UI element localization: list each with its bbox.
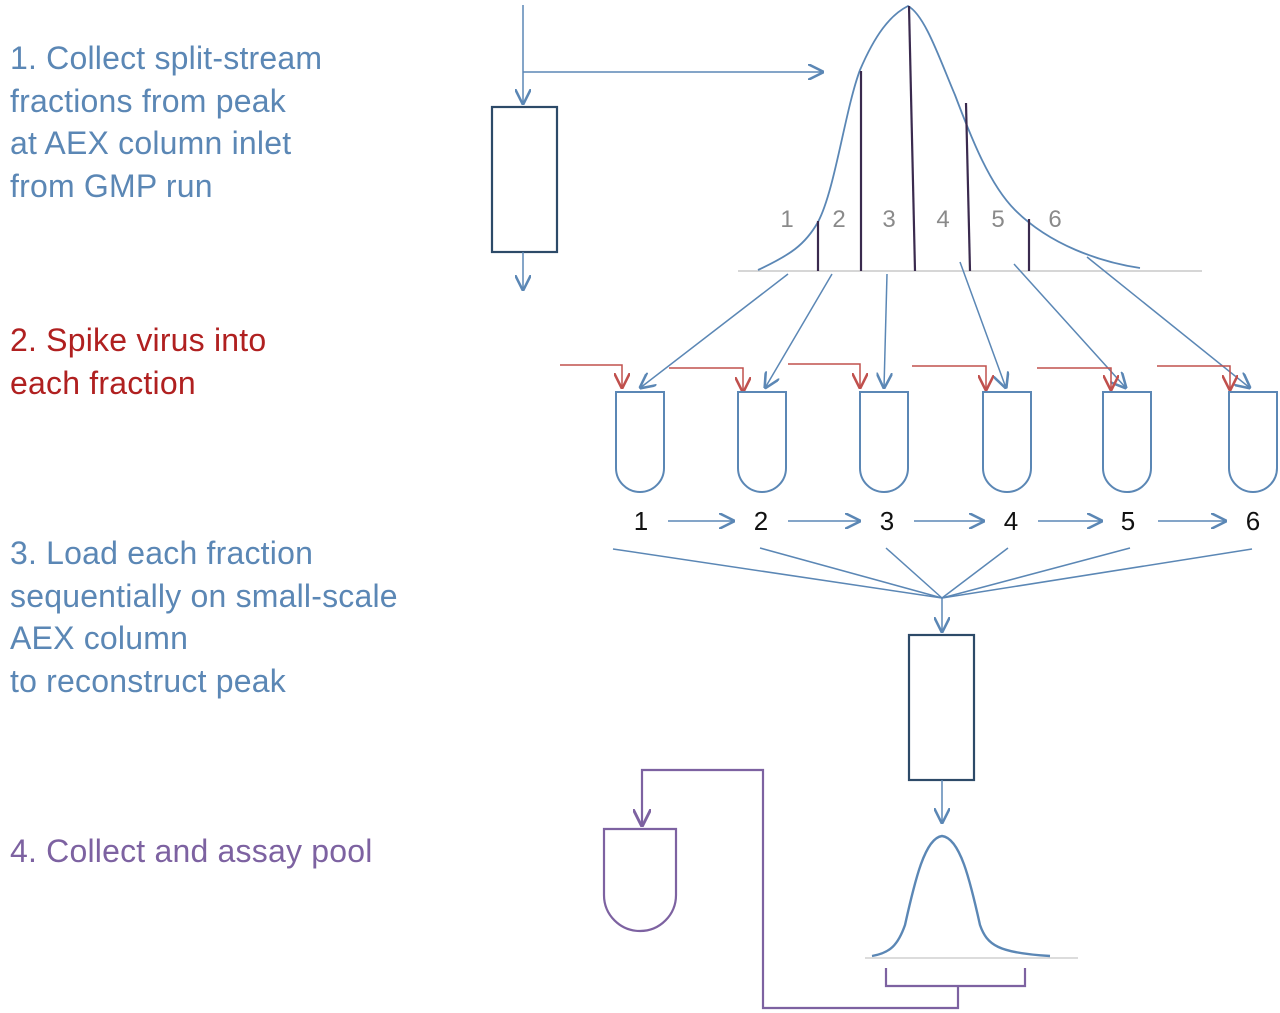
peak-fraction-label: 1	[780, 206, 793, 233]
peak-fraction-label: 5	[991, 206, 1004, 233]
step-4-text: 4. Collect and assay pool	[10, 830, 373, 873]
step-4-line-1: 4. Collect and assay pool	[10, 833, 373, 869]
small-scale-aex-column	[907, 633, 976, 782]
peak-fraction-label: 3	[882, 206, 895, 233]
peak-fraction-label: 2	[832, 206, 845, 233]
fraction-tube	[982, 391, 1032, 493]
fraction-tube	[1102, 391, 1152, 493]
fraction-tube	[615, 391, 665, 493]
step-3-line-3: AEX column	[10, 620, 189, 656]
sequence-label: 5	[1121, 506, 1135, 536]
fraction-arrow	[884, 273, 887, 388]
converge-line	[612, 548, 943, 599]
converge-line	[941, 547, 1009, 599]
converge-line	[885, 547, 943, 599]
sequence-label: 4	[1004, 506, 1018, 536]
fraction-cut-lines	[816, 5, 1031, 272]
converge-line	[941, 548, 1253, 599]
virus-spike-arrow	[788, 363, 860, 388]
virus-spike-arrow	[560, 364, 622, 388]
virus-spike-arrow	[1037, 367, 1111, 390]
step-3-text: 3. Load each fraction sequentially on sm…	[10, 532, 398, 702]
step-1-text: 1. Collect split-stream fractions from p…	[10, 37, 322, 207]
converge-line	[759, 547, 943, 599]
converge-line	[941, 547, 1131, 599]
step-2-line-1: 2. Spike virus into	[10, 322, 267, 358]
fraction-arrow	[765, 273, 833, 388]
step-1-line-3: at AEX column inlet	[10, 125, 292, 161]
fraction-arrow	[1013, 263, 1126, 388]
step-1-line-2: fractions from peak	[10, 82, 286, 119]
sequence-label: 3	[880, 506, 894, 536]
gmp-aex-column	[490, 105, 559, 254]
step-1-line-1: 1. Collect split-stream	[10, 40, 323, 76]
step-3-line-4: to reconstruct peak	[10, 662, 286, 699]
pool-transfer-line	[642, 768, 960, 1010]
gmp-peak-curve	[757, 4, 1141, 271]
fraction-tube	[737, 391, 787, 493]
sequence-label: 1	[634, 506, 648, 536]
assay-pool-tube	[602, 827, 678, 933]
pool-bracket	[884, 968, 1027, 988]
step-3-line-2: sequentially on small-scale	[10, 577, 398, 614]
virus-spike-arrow	[669, 367, 743, 392]
sequence-label: 2	[754, 506, 768, 536]
step-2-line-2: each fraction	[10, 364, 196, 401]
cut-line	[964, 102, 972, 272]
sequence-label: 6	[1246, 506, 1260, 536]
peak-fraction-label: 4	[936, 206, 949, 233]
virus-spike-arrow	[912, 365, 986, 390]
step-3-line-1: 3. Load each fraction	[10, 535, 314, 571]
fraction-tube	[1228, 391, 1278, 493]
fraction-arrow	[959, 261, 1006, 388]
peak-fraction-label: 6	[1048, 206, 1061, 233]
reconstructed-peak-curve	[871, 834, 1051, 958]
step-2-text: 2. Spike virus into each fraction	[10, 319, 266, 404]
cut-line	[907, 5, 917, 272]
fraction-tube	[859, 391, 909, 493]
step-1-line-4: from GMP run	[10, 167, 213, 204]
virus-spike-arrow	[1157, 365, 1230, 390]
fraction-arrow	[640, 273, 789, 388]
